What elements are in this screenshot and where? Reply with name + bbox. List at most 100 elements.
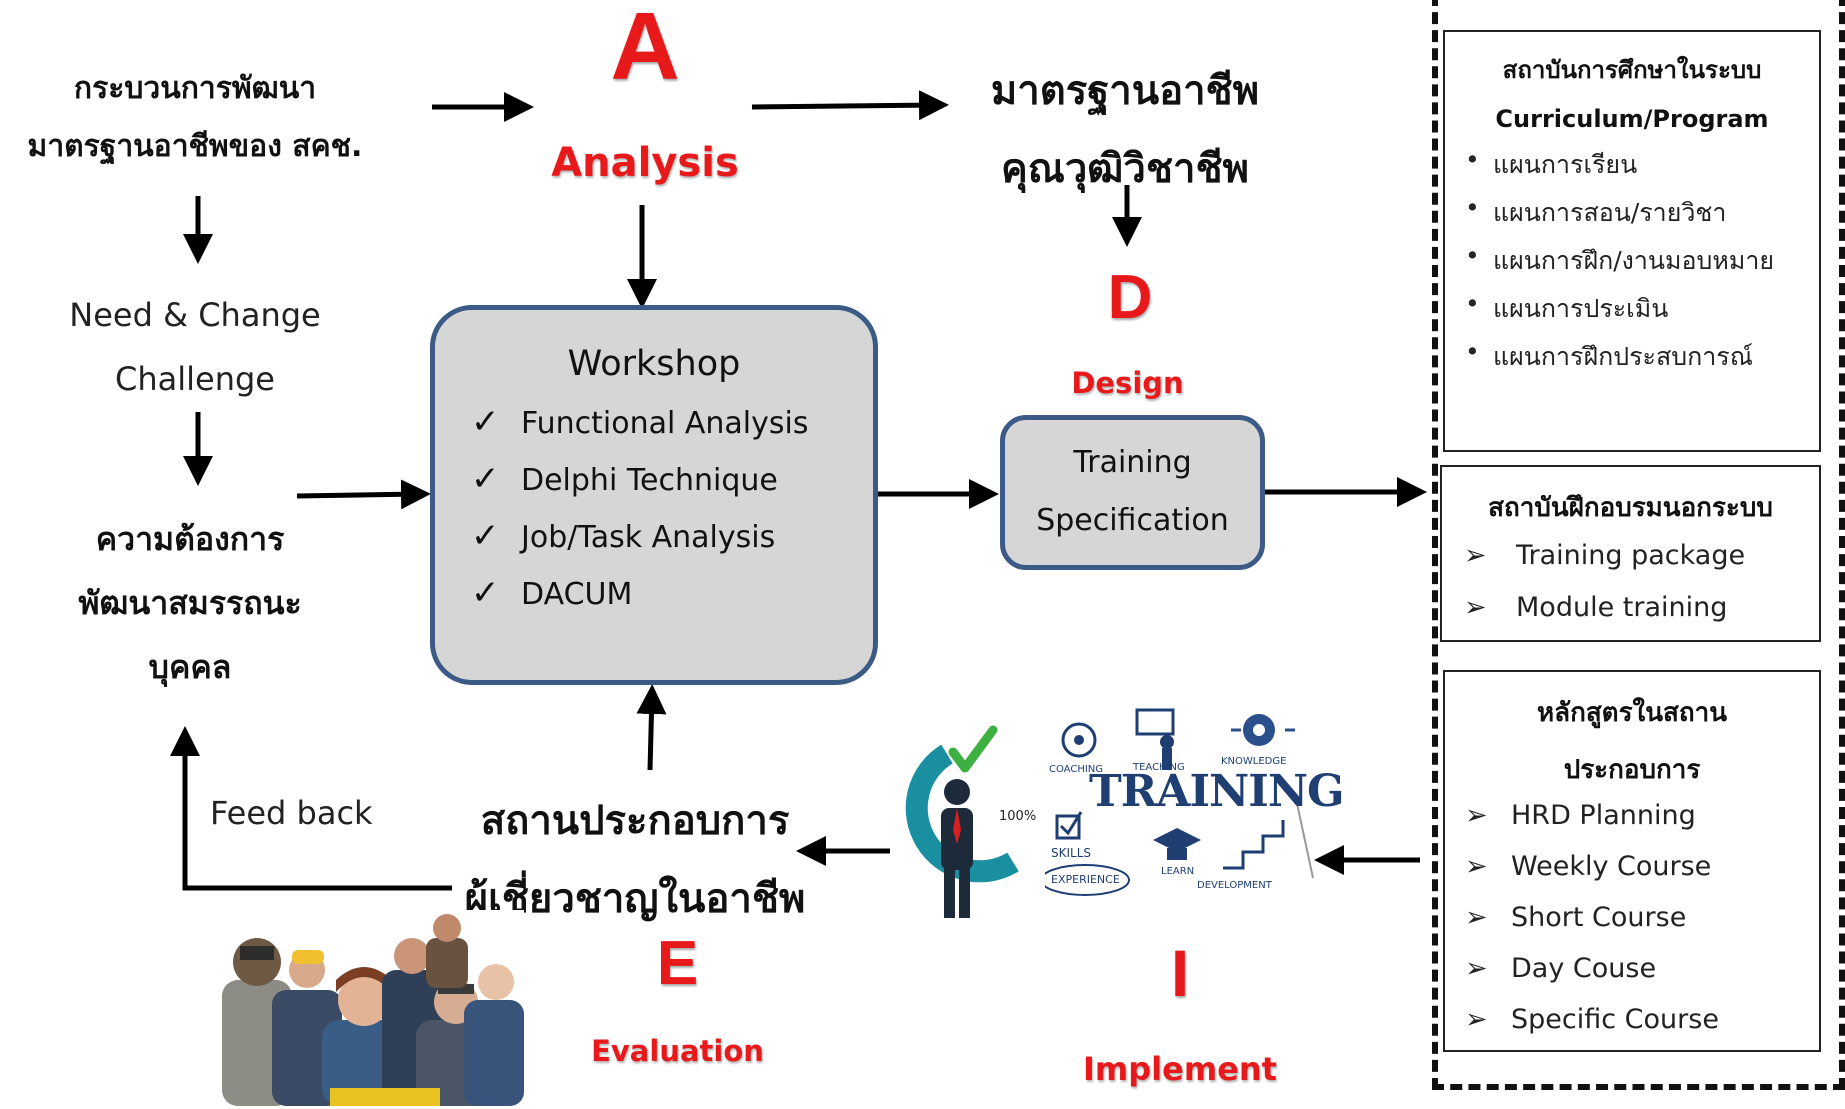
phase-label-design: Design xyxy=(1071,366,1184,400)
check-icon: ✓ xyxy=(471,516,500,556)
panel1-item: •แผนการประเมิน xyxy=(1465,289,1669,323)
phase-letter-d: D xyxy=(1107,263,1153,332)
panel1-item: •แผนการสอน/รายวิชา xyxy=(1465,193,1727,227)
workshop-item: ✓Delphi Technique xyxy=(471,459,778,499)
phase-label-implement: Implement xyxy=(1083,1050,1277,1088)
check-icon: ✓ xyxy=(471,573,500,613)
phase-label-evaluation: Evaluation xyxy=(591,1034,764,1068)
arrow-bullet-icon: ➢ xyxy=(1464,592,1487,623)
arrow-bullet-icon: ➢ xyxy=(1464,540,1487,571)
feedback-line xyxy=(170,725,452,891)
check-icon: ✓ xyxy=(471,402,500,442)
phase-letter-e: E xyxy=(656,929,699,998)
arrow-bullet-icon: ➢ xyxy=(1465,851,1488,882)
person-100-icon: 100% xyxy=(905,725,1036,918)
standard-line-2: คุณวุฒิวิชาชีพ xyxy=(1000,146,1250,192)
panel3-item: ➢HRD Planning xyxy=(1465,800,1696,831)
bullet-icon: • xyxy=(1465,241,1480,270)
skills-checkbox-icon xyxy=(1055,811,1083,840)
panel2-item: ➢Module training xyxy=(1464,592,1728,623)
enterprise-line-1: สถานประกอบการ xyxy=(480,798,790,844)
arrow-bullet-icon: ➢ xyxy=(1465,800,1488,831)
enterprise-course-panel: หลักสูตรในสถาน ประกอบการ ➢HRD Planning ➢… xyxy=(1443,670,1821,1052)
need-line-1: Need & Change xyxy=(69,296,321,334)
teaching-icon xyxy=(1135,708,1175,770)
workshop-item: ✓Functional Analysis xyxy=(471,402,809,442)
word-coaching: COACHING xyxy=(1049,764,1104,775)
process-line-1: กระบวนการพัฒนา xyxy=(73,71,317,106)
standard-line-1: มาตรฐานอาชีพ xyxy=(990,68,1260,114)
formal-education-panel: สถาบันการศึกษาในระบบ Curriculum/Program … xyxy=(1443,30,1821,452)
workshop-box: Workshop ✓Functional Analysis ✓Delphi Te… xyxy=(430,305,878,685)
word-skills: SKILLS xyxy=(1051,846,1092,860)
panel3-item: ➢Short Course xyxy=(1465,902,1687,933)
knowledge-icon xyxy=(1231,714,1295,746)
panel1-list: •แผนการเรียน •แผนการสอน/รายวิชา •แผนการฝ… xyxy=(1465,145,1819,385)
phase-letter-a: A xyxy=(610,0,680,100)
arrow-bullet-icon: ➢ xyxy=(1465,1004,1488,1035)
panel1-title: สถาบันการศึกษาในระบบ xyxy=(1502,56,1762,84)
worker-figure xyxy=(426,914,468,988)
panel3-title-line2: ประกอบการ xyxy=(1563,755,1701,785)
training-spec-line-1: Training xyxy=(1073,445,1192,480)
arrow-enterprise-to-workshop xyxy=(636,684,667,771)
process-text: กระบวนการพัฒนา มาตรฐานอาชีพของ สคช. xyxy=(0,60,390,176)
phase-letter-i: I xyxy=(1170,936,1190,1010)
workshop-title: Workshop xyxy=(567,344,741,384)
arrow-req-to-workshop xyxy=(296,479,431,510)
workers-photo xyxy=(212,910,524,1106)
workshop-list: ✓Functional Analysis ✓Delphi Technique ✓… xyxy=(471,402,873,634)
panel1-subtitle: Curriculum/Program xyxy=(1495,105,1769,133)
req-line-2: พัฒนาสมรรถนะ xyxy=(78,584,302,622)
bullet-icon: • xyxy=(1465,337,1480,366)
workshop-item: ✓DACUM xyxy=(471,573,633,613)
graduation-cap-icon xyxy=(1153,828,1201,860)
training-icons xyxy=(1045,708,1314,896)
nonformal-training-panel: สถาบันฝึกอบรมนอกระบบ ➢Training package ➢… xyxy=(1440,465,1821,642)
panel3-title-line1: หลักสูตรในสถาน xyxy=(1537,698,1727,728)
word-learn: LEARN xyxy=(1161,866,1195,877)
bullet-icon: • xyxy=(1465,193,1480,222)
panel1-item: •แผนการฝึก/งานมอบหมาย xyxy=(1465,241,1775,275)
training-spec-box: Training Specification xyxy=(1000,415,1265,570)
panel2-list: ➢Training package ➢Module training xyxy=(1464,540,1819,644)
arrow-bullet-icon: ➢ xyxy=(1465,953,1488,984)
process-line-2: มาตรฐานอาชีพของ สคช. xyxy=(27,129,363,164)
standard-text: มาตรฐานอาชีพ คุณวุฒิวิชาชีพ xyxy=(960,52,1290,208)
need-line-2: Challenge xyxy=(115,360,275,398)
panel2-item: ➢Training package xyxy=(1464,540,1746,571)
word-teaching: TEACHING xyxy=(1133,762,1185,773)
phase-label-analysis: Analysis xyxy=(551,140,739,186)
panel1-item: •แผนการเรียน xyxy=(1465,145,1638,179)
word-knowledge: KNOWLEDGE xyxy=(1221,756,1287,767)
word-experience: EXPERIENCE xyxy=(1051,873,1120,886)
check-icon: ✓ xyxy=(471,459,500,499)
panel2-title: สถาบันฝึกอบรมนอกระบบ xyxy=(1488,493,1773,523)
training-spec-text: Training Specification xyxy=(1005,434,1260,550)
training-word: TRAINING xyxy=(1089,766,1345,817)
panel3-item: ➢Specific Course xyxy=(1465,1004,1719,1035)
worker-figure xyxy=(464,964,524,1106)
req-line-1: ความต้องการ xyxy=(95,520,285,558)
panel1-item: •แผนการฝึกประสบการณ์ xyxy=(1465,337,1753,371)
word-development: DEVELOPMENT xyxy=(1197,880,1272,891)
percent-label: 100% xyxy=(999,809,1036,824)
arrow-analysis-to-standard xyxy=(751,90,949,121)
req-line-3: บุคคล xyxy=(148,648,232,686)
output-frame xyxy=(1432,0,1845,1090)
bullet-icon: • xyxy=(1465,289,1480,318)
bullet-icon: • xyxy=(1465,145,1480,174)
coaching-icon xyxy=(1061,722,1097,758)
workshop-item: ✓Job/Task Analysis xyxy=(471,516,776,556)
enterprise-text: สถานประกอบการ ผู้เชี่ยวชาญในอาชีพ xyxy=(435,782,835,938)
panel3-item: ➢Weekly Course xyxy=(1465,851,1712,882)
feedback-label: Feed back xyxy=(210,794,373,832)
need-change-text: Need & Change Challenge xyxy=(40,283,350,411)
panel3-list: ➢HRD Planning ➢Weekly Course ➢Short Cour… xyxy=(1465,800,1819,1055)
stairs-icon xyxy=(1223,820,1285,870)
training-spec-line-2: Specification xyxy=(1036,503,1229,538)
training-graphic: TRAINING COACHING TEACHING KNOWLEDGE SKI… xyxy=(1045,700,1345,920)
panel3-item: ➢Day Couse xyxy=(1465,953,1657,984)
requirement-text: ความต้องการ พัฒนาสมรรถนะ บุคคล xyxy=(40,507,340,699)
